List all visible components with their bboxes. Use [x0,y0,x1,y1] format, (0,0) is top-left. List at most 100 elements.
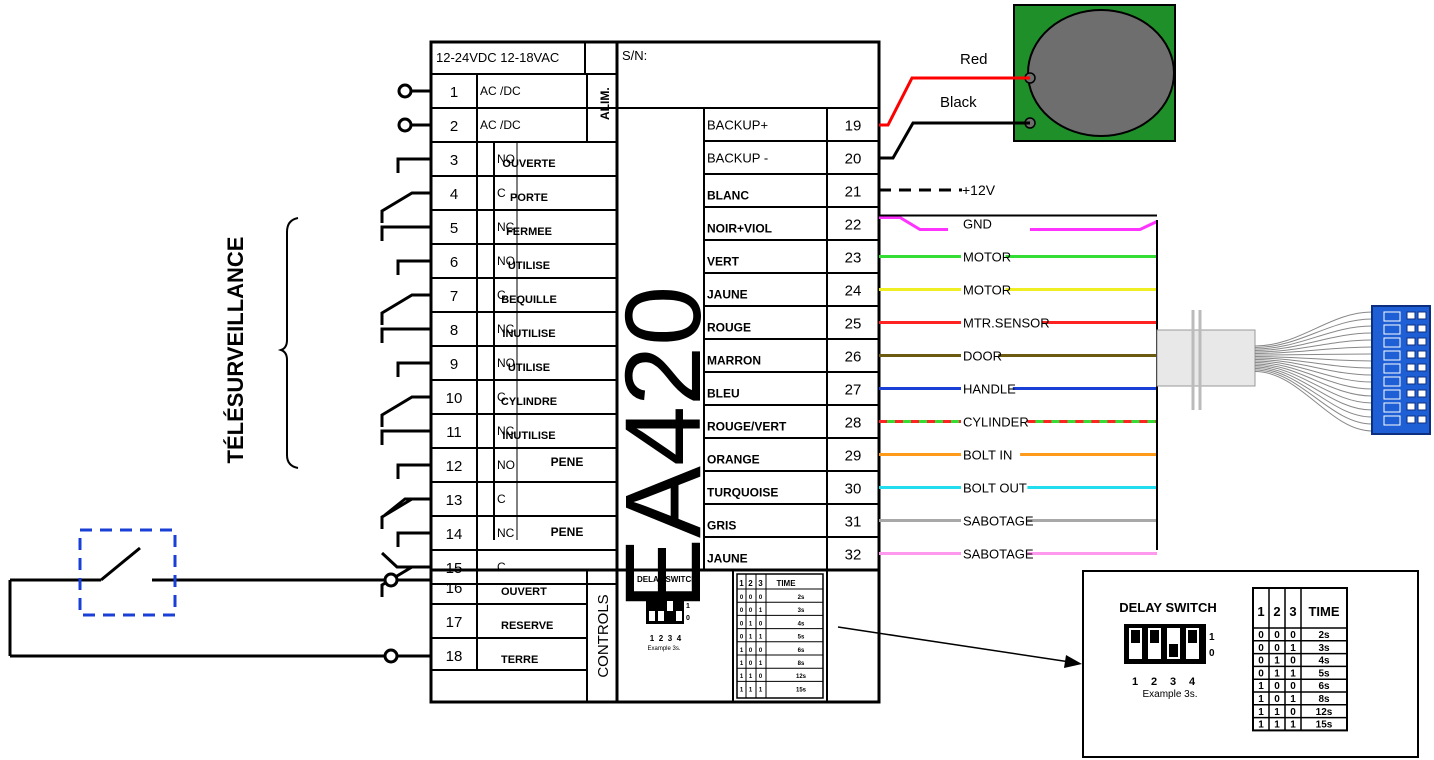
right-terminal-number: 19 [845,118,862,135]
right-terminal-label: BACKUP - [707,151,768,166]
connector-pin [1406,311,1416,320]
left-terminal-type: NC [497,322,515,336]
wire-label: BOLT IN [963,448,1012,463]
left-terminal-function: BEQUILLE [501,294,557,306]
time-table-cell: 1 [1290,643,1296,654]
serial-label: S/N: [622,48,647,63]
left-terminal-type: NO [497,458,515,472]
left-terminal-number: 1 [450,84,458,101]
left-terminal-number: 12 [446,458,463,475]
time-table-cell: 1 [1258,681,1264,692]
time-table-cell: 1 [1274,668,1280,679]
right-terminal-number: 22 [845,217,862,234]
right-terminal-label: BACKUP+ [707,118,768,133]
mini-dip-number: 1 [650,634,655,643]
mini-table-cell: 0 [759,621,763,627]
wire-label: MTR.SENSOR [963,316,1050,331]
left-terminal-number: 10 [446,390,463,407]
left-terminal-function: OUVERTE [502,158,555,170]
mini-dip-on-label: 1 [686,603,690,610]
time-table-cell: 0 [1274,630,1280,641]
connector-pin [1406,337,1416,346]
right-terminal-number: 27 [845,382,862,399]
connector-pin [1417,337,1427,346]
left-terminal-type: NO [497,254,515,268]
right-terminal-label: BLEU [707,387,740,401]
left-terminal-type: AC /DC [480,118,521,132]
left-terminal-type: NO [497,356,515,370]
connector-slot [1383,311,1401,322]
mini-table-cell: 1 [759,661,763,667]
time-table-cell: 8s [1318,694,1330,705]
connector-pin [1417,324,1427,333]
mini-table-cell: 1 [759,608,763,614]
delay-switch-title: DELAY SWITCH [1119,600,1217,615]
delay-switch-on-label: 1 [1209,632,1215,643]
left-terminal-function: UTILISE [508,260,550,272]
right-terminal-label: JAUNE [707,552,748,566]
left-terminal-function: UTILISE [508,362,550,374]
left-terminal-function: INUTILISE [502,328,555,340]
mini-table-cell: 0 [740,621,744,627]
fan-wire [1254,369,1373,425]
controls-label: CONTROLS [595,594,612,677]
pene-label-2: PENE [551,525,584,539]
time-table-cell: 6s [1318,681,1330,692]
mini-dip-lever [658,601,664,611]
fan-wire [1254,371,1373,432]
wire-label: DOOR [963,349,1002,364]
wire-gnd-left [879,216,948,231]
left-terminal-number: 6 [450,254,458,271]
mini-table-cell: 0 [749,595,753,601]
right-terminal-label: JAUNE [707,288,748,302]
connector-pin [1406,415,1416,424]
mini-table-cell: 1 [749,621,753,627]
right-terminal-number: 26 [845,349,862,366]
fan-wire [1254,363,1373,397]
mini-table-cell: 0 [749,648,753,654]
connector-pin [1417,402,1427,411]
fan-wire [1254,359,1373,376]
left-terminal-number: 8 [450,322,458,339]
left-terminal-number: 7 [450,288,458,305]
mini-table-cell: 1 [740,687,744,693]
time-table-cell: 1 [1290,694,1296,705]
dip-switch-lever [1188,630,1197,643]
dip-switch-number: 1 [1132,676,1138,688]
relay-nc-lead [380,429,431,445]
delay-switch-off-label: 0 [1209,648,1215,659]
right-terminal-label: TURQUOISE [707,486,778,500]
control-terminal-number: 17 [446,614,463,631]
mini-table-cell: 0 [759,648,763,654]
left-terminal-number: 13 [446,492,463,509]
detail-pointer-line [837,626,1071,663]
fan-wire [1254,368,1373,418]
power-terminal-screw [397,83,413,99]
connector-pin [1406,389,1416,398]
connector-pin [1417,311,1427,320]
mini-dip-number: 2 [659,634,664,643]
terminal-16-screw [383,572,399,588]
controller-board: 12-24VDC 12-18VAC S/N: ALIM. EA420 CONTR… [429,40,881,704]
left-terminal-function: INUTILISE [502,430,555,442]
harness-wires: GNDMOTORMOTORMTR.SENSORDOORHANDLECYLINDE… [879,214,1158,562]
fan-wire [1254,339,1373,353]
connector-slot [1383,402,1401,413]
right-terminal-number: 23 [845,250,862,267]
mini-dip-lever [649,601,655,611]
mini-table-cell: 1 [740,648,744,654]
time-table-cell: 1 [1274,656,1280,667]
connector-slot [1383,415,1401,426]
wire-label: BOLT OUT [963,481,1027,496]
power-input-terminals [397,83,431,133]
battery-black-wire [879,121,1030,160]
mini-table-header: 2 [748,579,753,588]
mini-table-cell: 1 [740,661,744,667]
fan-wire [1254,332,1373,351]
relay-common-blade [380,497,431,529]
relay-no-lead [396,157,431,173]
dip-switch-number: 3 [1170,676,1176,688]
delay-switch-example: Example 3s. [1142,689,1197,700]
right-terminal-label: ROUGE/VERT [707,420,787,434]
left-terminal-number: 2 [450,118,458,135]
